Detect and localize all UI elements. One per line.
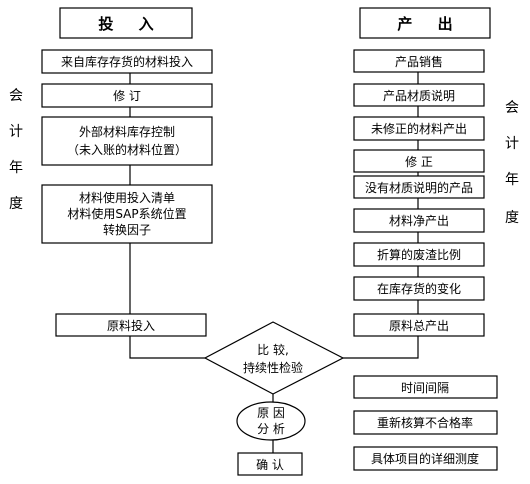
box-revise-input: 修 订 — [41, 83, 213, 108]
box-revise-output: 修 正 — [353, 149, 485, 173]
side-left-char: 会 — [9, 88, 23, 104]
box-stock-change-label: 在库存货的变化 — [377, 281, 461, 296]
box-interval-label: 时间间隔 — [401, 381, 449, 395]
connectors — [129, 72, 419, 453]
header-output: 产 出 — [359, 7, 491, 39]
box-external-control-line: （未入账的材料位置） — [67, 142, 187, 157]
box-usage-list-line: 转换因子 — [103, 222, 151, 237]
box-total-output: 原料总产出 — [353, 313, 485, 337]
box-stock-input-label: 来自库存存货的材料投入 — [61, 54, 193, 69]
box-detail: 具体项目的详细测度 — [353, 446, 498, 471]
box-usage-list-line: 材料使用投入清单 — [79, 190, 175, 205]
box-revise-output-label: 修 正 — [405, 154, 433, 169]
side-right-char: 度 — [505, 210, 519, 226]
side-left-char: 度 — [9, 196, 23, 212]
side-label-right: 会 计 年 度 — [505, 100, 519, 226]
node-cause-analysis: 原 因 分 析 — [236, 401, 306, 441]
side-right-char: 年 — [505, 172, 519, 188]
box-scrap-ratio-label: 折算的废渣比例 — [377, 247, 461, 262]
box-usage-list-line: 材料使用SAP系统位置 — [67, 206, 186, 221]
box-confirm: 确 认 — [237, 452, 303, 476]
box-scrap-ratio: 折算的废渣比例 — [353, 242, 485, 267]
box-no-desc-product: 没有材质说明的产品 — [353, 175, 485, 199]
box-external-control-line: 外部材料库存控制 — [79, 124, 175, 139]
box-raw-input-label: 原料投入 — [107, 318, 155, 333]
side-right-char: 计 — [505, 136, 519, 152]
box-recalc: 重新核算不合格率 — [353, 410, 498, 435]
box-raw-input: 原料投入 — [55, 313, 207, 337]
edge-raw-to-compare — [129, 336, 205, 359]
header-output-label: 产 出 — [397, 15, 462, 33]
box-interval: 时间间隔 — [353, 375, 498, 399]
box-no-desc-product-label: 没有材质说明的产品 — [365, 180, 473, 195]
header-input: 投 入 — [59, 7, 193, 39]
side-right-char: 会 — [505, 100, 519, 116]
box-product-desc-label: 产品材质说明 — [383, 88, 455, 103]
edge-total-to-compare — [343, 336, 419, 359]
box-net-output: 材料净产出 — [353, 208, 485, 233]
node-cause-line: 原 因 — [257, 406, 285, 420]
decision-compare-line: 持续性检验 — [243, 360, 303, 375]
box-stock-change: 在库存货的变化 — [353, 276, 485, 301]
side-label-left: 会 计 年 度 — [9, 88, 23, 212]
box-unrevised-output: 未修正的材料产出 — [353, 116, 485, 141]
box-external-control: 外部材料库存控制 （未入账的材料位置） — [41, 116, 213, 166]
decision-compare-line: 比 较, — [257, 342, 289, 357]
box-confirm-label: 确 认 — [256, 458, 284, 472]
box-unrevised-output-label: 未修正的材料产出 — [371, 121, 467, 136]
side-left-char: 计 — [9, 124, 23, 140]
box-sales: 产品销售 — [353, 49, 485, 73]
node-cause-line: 分 析 — [257, 422, 285, 436]
box-stock-input: 来自库存存货的材料投入 — [41, 49, 213, 74]
box-recalc-label: 重新核算不合格率 — [377, 415, 473, 430]
box-usage-list: 材料使用投入清单 材料使用SAP系统位置 转换因子 — [41, 184, 213, 244]
header-input-label: 投 入 — [98, 15, 163, 33]
box-product-desc: 产品材质说明 — [353, 83, 485, 107]
box-sales-label: 产品销售 — [395, 54, 443, 69]
side-left-char: 年 — [9, 160, 23, 176]
box-total-output-label: 原料总产出 — [389, 319, 449, 333]
box-net-output-label: 材料净产出 — [389, 214, 449, 228]
box-detail-label: 具体项目的详细测度 — [371, 451, 479, 466]
box-revise-input-label: 修 订 — [113, 88, 141, 103]
decision-compare: 比 较, 持续性检验 — [203, 321, 345, 395]
